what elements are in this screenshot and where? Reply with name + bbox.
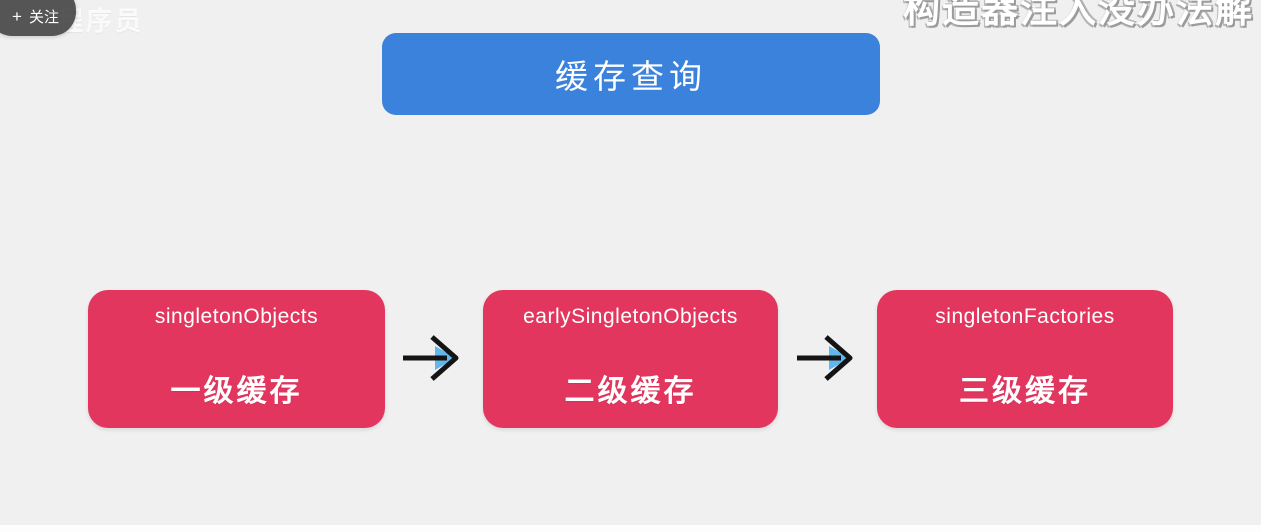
cache-box-level3: singletonFactories 三级缓存 [877,290,1173,428]
arrow-right-icon [797,335,853,381]
follow-button-label: 关注 [28,9,59,26]
cache-box-level2: earlySingletonObjects 二级缓存 [483,290,778,428]
follow-button[interactable]: + 关注 [0,0,76,36]
cache-box-level3-en-label: singletonFactories [935,305,1115,328]
cache-box-level3-zh-label: 三级缓存 [959,375,1091,408]
title-label: 缓存查询 [555,58,707,95]
cache-box-level1: singletonObjects 一级缓存 [88,290,385,428]
title-box-cache-query: 缓存查询 [382,33,880,115]
arrow-right-icon [403,335,459,381]
cache-box-level1-en-label: singletonObjects [154,305,319,328]
cache-box-level1-zh-label: 一级缓存 [170,375,303,408]
cache-box-level2-zh-label: 二级缓存 [564,375,697,408]
bottom-bar [0,525,1261,532]
watermark-right: 构造器注入没办法解 [903,0,1254,30]
cache-box-level2-en-label: earlySingletonObjects [523,305,738,328]
plus-icon: + [12,7,22,26]
